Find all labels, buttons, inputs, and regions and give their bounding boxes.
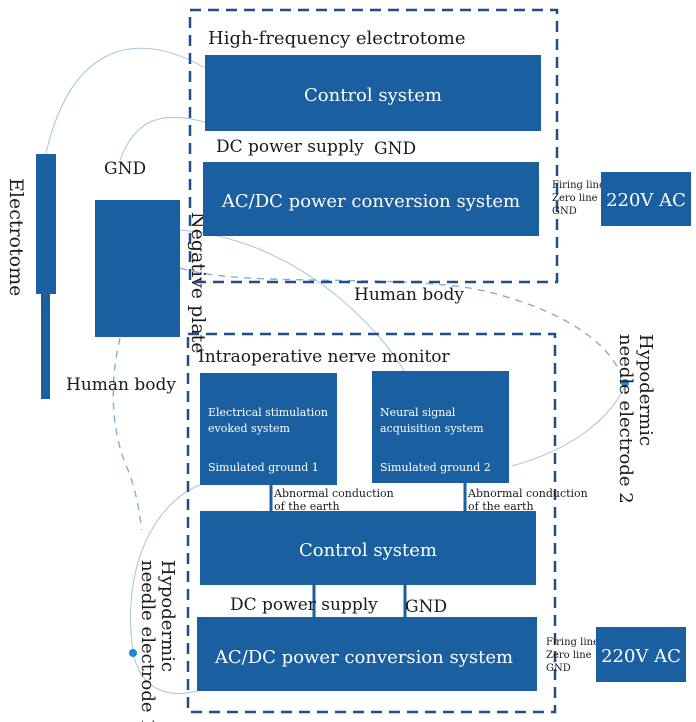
wire-electrotome-to-control [44, 47, 206, 159]
bottom-acdc-system [197, 617, 537, 691]
top-control-system [205, 55, 541, 131]
needle2-line2: needle electrode 2 [615, 334, 636, 504]
top-zero-line: Zero line [552, 193, 598, 204]
top-220v-box [601, 172, 691, 226]
electrotome-frame [188, 8, 559, 284]
bottom-dc-label: DC power supply [230, 595, 378, 615]
neural-line1: Neural signal [380, 406, 456, 419]
human-body-left-label: Human body [66, 375, 176, 395]
monitor-title: Intraoperative nerve monitor [198, 347, 451, 367]
electrotome-label: Electrotome [5, 178, 27, 296]
top-gnd-line: GND [552, 206, 577, 217]
stim-line2: evoked system [208, 422, 290, 435]
bottom-firing-line: Firing line [546, 637, 599, 648]
electrotome-title: High-frequency electrotome [208, 28, 466, 49]
top-gnd-label: GND [374, 139, 416, 159]
stim-ground: Simulated ground 1 [208, 461, 319, 474]
needle-electrode-1-tip [129, 649, 137, 657]
neural-ground: Simulated ground 2 [380, 461, 491, 474]
needle1-line1: Hypodermic [157, 560, 178, 672]
wire-needle2-to-neural [511, 383, 627, 467]
stim-system [200, 373, 337, 485]
bottom-gnd-line: GND [546, 663, 571, 674]
bottom-220v-label: 220V AC [601, 646, 681, 667]
bottom-acdc-label: AC/DC power conversion system [214, 647, 513, 668]
abnormal-left-line1: Abnormal conduction [273, 487, 394, 500]
needle2-line1: Hypodermic [635, 334, 656, 446]
top-control-label: Control system [304, 85, 442, 106]
bottom-gnd-label: GND [405, 597, 447, 617]
bottom-220v-box [596, 627, 686, 682]
gnd-left-label: GND [104, 159, 146, 179]
electrotome-handle [36, 154, 56, 294]
monitor-frame [186, 332, 557, 714]
needle1-line2: needle electrode 1 [137, 560, 158, 722]
negative-plate [95, 200, 180, 337]
bottom-zero-line: Zero line [546, 650, 592, 661]
wire-plate-to-neural [179, 229, 406, 373]
abnormal-right-line2: of the earth [468, 500, 534, 513]
top-220v-label: 220V AC [606, 190, 686, 211]
top-acdc-label: AC/DC power conversion system [221, 191, 520, 212]
abnormal-right-line1: Abnormal conduction [467, 487, 588, 500]
top-dc-label: DC power supply [216, 137, 364, 157]
neural-line2: acquisition system [380, 422, 484, 435]
top-acdc-system [203, 162, 539, 236]
human-body-middle-label: Human body [354, 285, 464, 305]
stim-line1: Electrical stimulation [208, 406, 328, 419]
needle-electrode-2-tip [621, 379, 629, 387]
bottom-control-label: Control system [299, 540, 437, 561]
wire-gnd-to-acdc [119, 116, 206, 161]
bottom-control-system [200, 511, 536, 585]
wire-needle1-to-acdc [132, 651, 201, 695]
neural-system [372, 371, 509, 483]
electrotome-tip [41, 294, 50, 399]
human-body-path-left [112, 337, 143, 531]
abnormal-left-line2: of the earth [274, 500, 340, 513]
top-firing-line: Firing line [552, 180, 605, 191]
wire-needle1-to-stim [130, 484, 201, 653]
